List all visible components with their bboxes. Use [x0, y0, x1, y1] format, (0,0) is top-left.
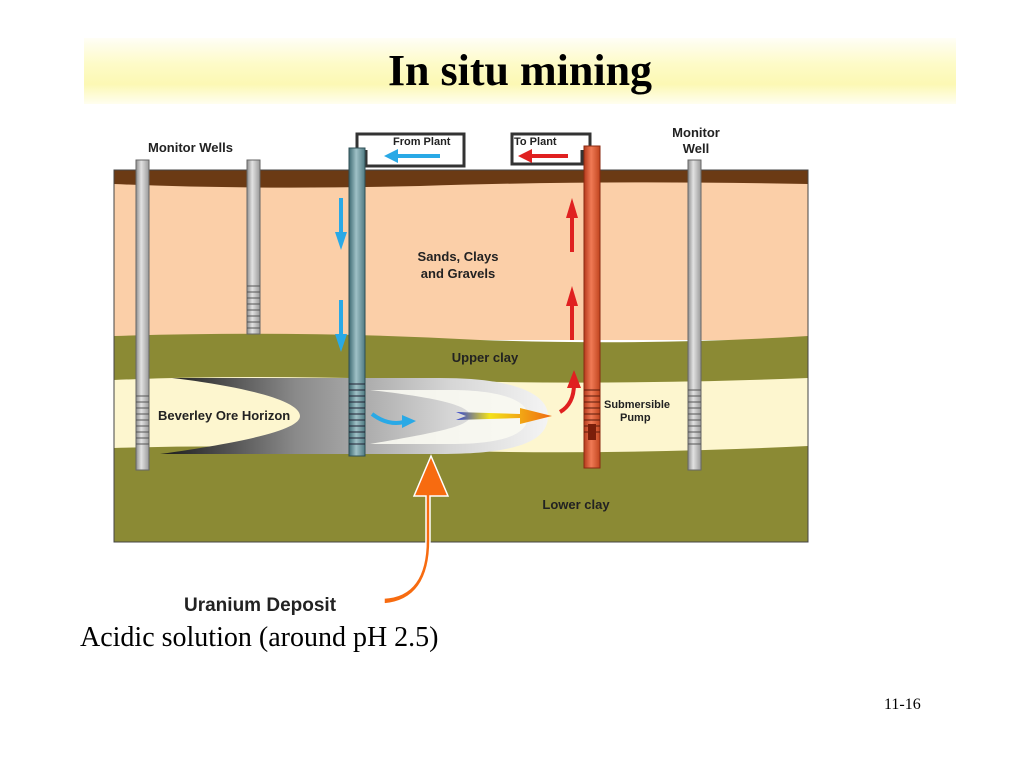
leach-plume-arrow	[456, 408, 552, 424]
label-ore-horizon: Beverley Ore Horizon	[158, 408, 290, 423]
label-uranium-deposit: Uranium Deposit	[184, 595, 337, 616]
monitor-well-left-2	[246, 159, 261, 335]
diagram-frame	[113, 169, 809, 543]
to-plant-pipe	[510, 132, 592, 166]
label-sands-line1: Sands, Clays	[418, 249, 499, 264]
cavity-inner-light	[370, 390, 528, 444]
monitor-well-right	[687, 159, 702, 471]
monitor-well-left-1	[135, 159, 150, 471]
injection-well	[348, 132, 466, 457]
injection-down-arrow	[335, 198, 347, 250]
label-monitor-well-line1: Monitor	[672, 125, 720, 140]
injection-down-arrow	[335, 300, 347, 352]
submersible-pump-body	[588, 424, 596, 440]
well-screen	[688, 389, 701, 445]
red-turn-up-arrowhead	[567, 370, 581, 388]
red-up-arrow	[566, 286, 578, 340]
label-monitor-well-line2: Well	[683, 141, 710, 156]
flow-arrows	[335, 149, 581, 605]
well-screen	[247, 285, 260, 329]
slide-number: 11-16	[884, 696, 921, 713]
label-pump-line2: Pump	[620, 412, 651, 424]
label-from-plant: From Plant	[393, 136, 451, 148]
well-screen	[349, 383, 365, 445]
from-plant-pipe	[355, 132, 466, 168]
title-band	[84, 38, 956, 104]
red-up-arrow	[566, 198, 578, 252]
diagram-labels: Monitor Wells Monitor Well From Plant To…	[148, 125, 720, 616]
layer-topsoil	[114, 170, 808, 188]
label-sands-line2: and Gravels	[421, 266, 495, 281]
label-pump-line1: Submersible	[604, 399, 670, 411]
well-screen	[136, 395, 149, 445]
label-monitor-wells: Monitor Wells	[148, 140, 233, 155]
label-lower-clay: Lower clay	[542, 497, 610, 512]
solution-into-ore-arrow	[370, 412, 416, 428]
to-plant-arrow	[518, 149, 568, 163]
slide-title: In situ mining	[387, 46, 653, 95]
label-to-plant: To Plant	[514, 136, 557, 148]
deposit-arrow	[383, 454, 450, 605]
label-upper-clay: Upper clay	[452, 350, 519, 365]
caption: Acidic solution (around pH 2.5)	[80, 622, 439, 653]
from-plant-arrow	[384, 149, 440, 163]
extraction-well	[510, 132, 601, 469]
layer-lower-clay	[114, 446, 808, 542]
